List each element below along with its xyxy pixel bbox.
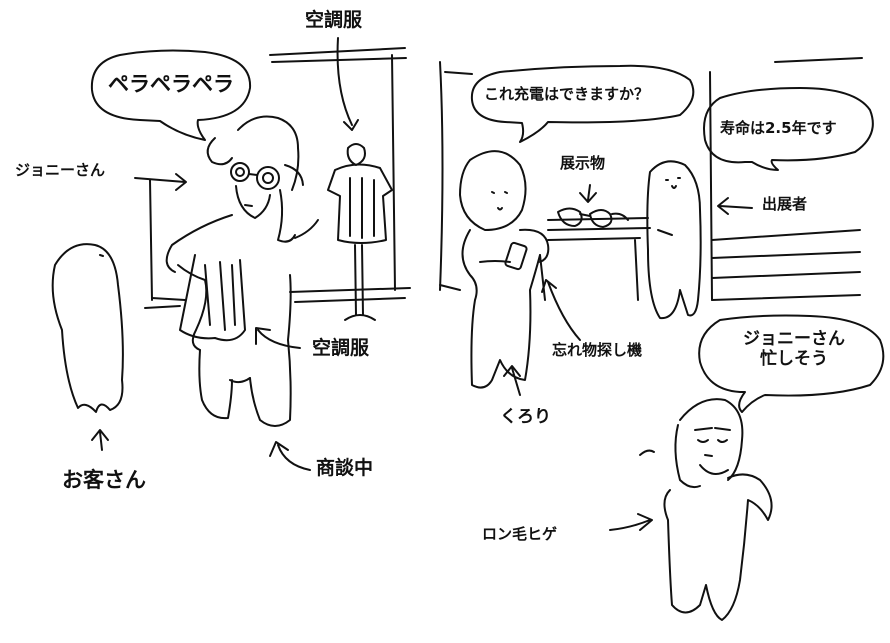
label-kuchofuku-top: 空調服 [305, 9, 363, 31]
okyakusan-figure [51, 243, 124, 413]
held-garment [179, 254, 246, 342]
label-isogashi-line2: 忙しそう [760, 348, 828, 369]
exhibit-item [557, 207, 629, 228]
ronge-figure [639, 398, 773, 621]
label-okyakusan: お客さん [62, 468, 146, 492]
label-johnny: ジョニーさん [15, 161, 106, 179]
label-ronge: ロン毛ヒゲ [482, 525, 558, 543]
speech-bubble-juden [470, 64, 695, 143]
speech-bubble-jumyo [703, 87, 874, 171]
label-isogashi-line1: ジョニーさん [743, 329, 845, 349]
label-kuchofuku-mid: 空調服 [312, 337, 370, 359]
kurori-figure [459, 150, 550, 389]
label-shodanchu: 商談中 [316, 457, 374, 479]
mannequin [327, 143, 393, 321]
label-kurori: くろり [500, 407, 551, 427]
label-shutten: 出展者 [762, 195, 808, 213]
label-jumyo: 寿命は2.5年です [720, 119, 837, 137]
arrows [91, 37, 753, 531]
label-juden: これ充電はできますか？ [484, 85, 650, 103]
left-booth-frame [144, 47, 411, 309]
speech-bubble-pera [90, 49, 252, 141]
label-wasuremono: 忘れ物探し機 [552, 341, 643, 359]
label-tenjibutsu: 展示物 [560, 154, 606, 172]
johnny-figure [165, 115, 319, 427]
label-pera: ペラペラペラ [108, 72, 234, 96]
exhibitor-figure [646, 160, 702, 320]
speech-bubble-isogashi [698, 314, 885, 413]
label-isogashi: ジョニーさん 忙しそう [724, 329, 864, 369]
right-booth-frame [439, 57, 863, 301]
